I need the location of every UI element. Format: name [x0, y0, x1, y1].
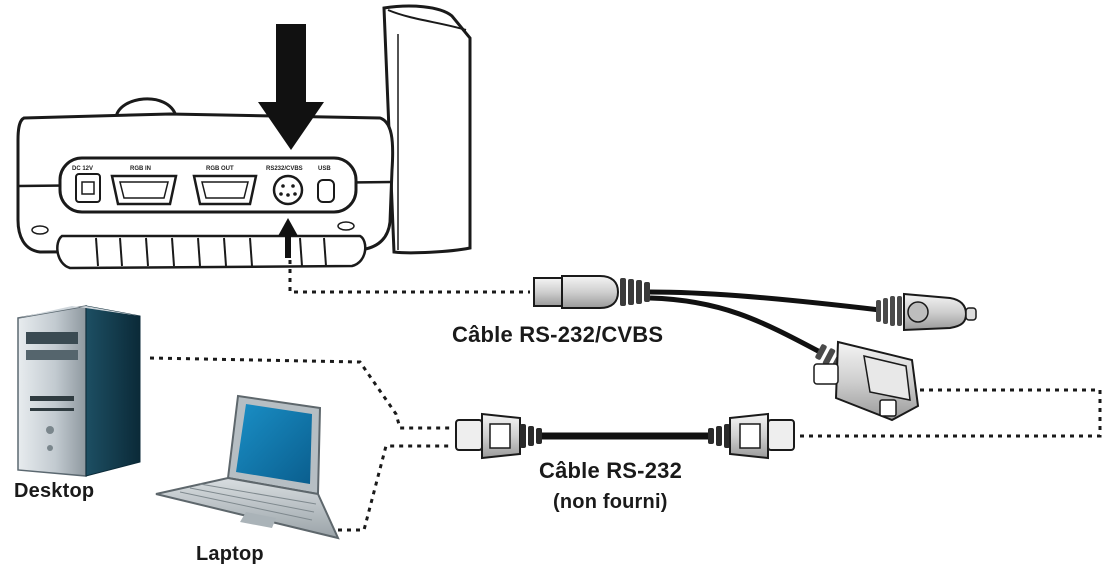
port-label-usb: USB [318, 166, 331, 172]
connection-lines [149, 260, 1102, 532]
down-arrow-icon [258, 24, 324, 150]
serial-connector-icon [708, 412, 795, 460]
rs232-cvbs-cable [533, 275, 977, 422]
document-camera: DC 12V RGB IN RGB OUT RS232/CVBS USB [16, 4, 472, 270]
serial-connector-icon [813, 340, 920, 422]
rs232-cvbs-cable-label: Câble RS-232/CVBS [452, 322, 664, 347]
laptop-icon [155, 394, 340, 540]
mini-din-plug-icon [533, 275, 650, 309]
laptop-label: Laptop [196, 543, 264, 565]
port-label-rs232-cvbs: RS232/CVBS [266, 166, 303, 172]
up-arrow-icon [278, 218, 298, 258]
serial-connector-icon [455, 412, 542, 460]
port-label-rgb-in: RGB IN [130, 166, 151, 172]
port-label-dc: DC 12V [72, 166, 93, 172]
rs232-cable-note: (non fourni) [553, 491, 668, 513]
desktop-tower-icon [17, 305, 141, 477]
rca-plug-icon [876, 292, 977, 332]
rs232-cable-label: Câble RS-232 [539, 458, 683, 483]
port-label-rgb-out: RGB OUT [206, 166, 234, 172]
desktop-label: Desktop [14, 480, 95, 502]
rs232-cable [455, 412, 795, 460]
